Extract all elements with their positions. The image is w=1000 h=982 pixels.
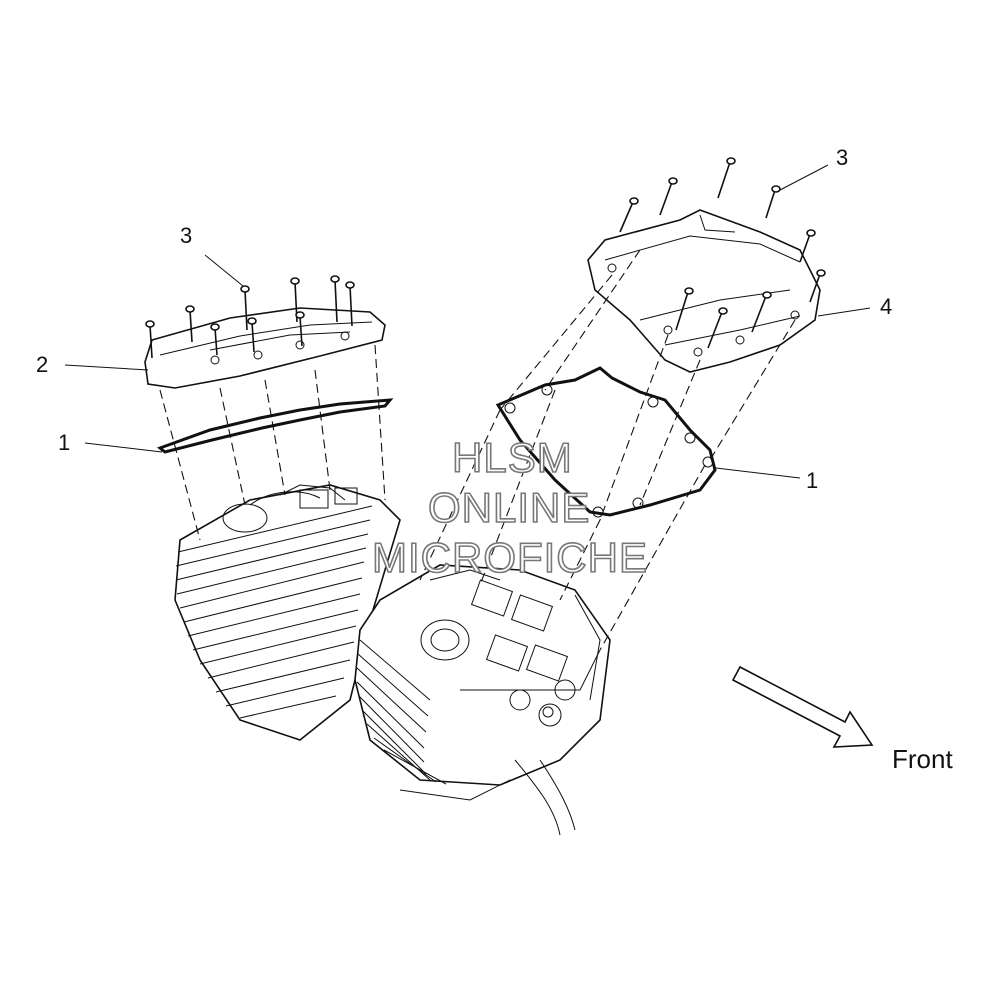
engine-assembly bbox=[174, 484, 611, 836]
front-rocker-cover-gasket bbox=[495, 366, 717, 518]
watermark: HLSM ONLINE MICROFICHE bbox=[371, 433, 648, 582]
watermark-line-2: ONLINE bbox=[428, 484, 590, 531]
front-rocker-cover bbox=[587, 209, 821, 373]
callout-rear-gasket: 1 bbox=[58, 430, 70, 455]
callout-rear-bolts: 3 bbox=[180, 223, 192, 248]
callout-front-gasket: 1 bbox=[806, 468, 818, 493]
front-assembly-lines bbox=[419, 249, 796, 651]
watermark-line-1: HLSM bbox=[452, 434, 573, 481]
callout-rear-cover: 2 bbox=[36, 352, 48, 377]
callout-front-bolts: 3 bbox=[836, 145, 848, 170]
watermark-line-3: MICROFICHE bbox=[372, 534, 648, 581]
rear-cover-bolts bbox=[145, 275, 355, 359]
front-cylinder bbox=[354, 564, 611, 836]
rear-rocker-cover bbox=[144, 307, 386, 389]
rear-rocker-cover-gasket bbox=[156, 398, 394, 454]
callout-leaders bbox=[64, 164, 871, 479]
rear-assembly-lines bbox=[159, 344, 386, 541]
front-label: Front bbox=[892, 744, 953, 774]
front-direction-arrow bbox=[731, 665, 874, 748]
callout-front-cover: 4 bbox=[880, 294, 892, 319]
rear-cylinder bbox=[174, 484, 401, 741]
front-cover-bolts bbox=[619, 157, 826, 349]
